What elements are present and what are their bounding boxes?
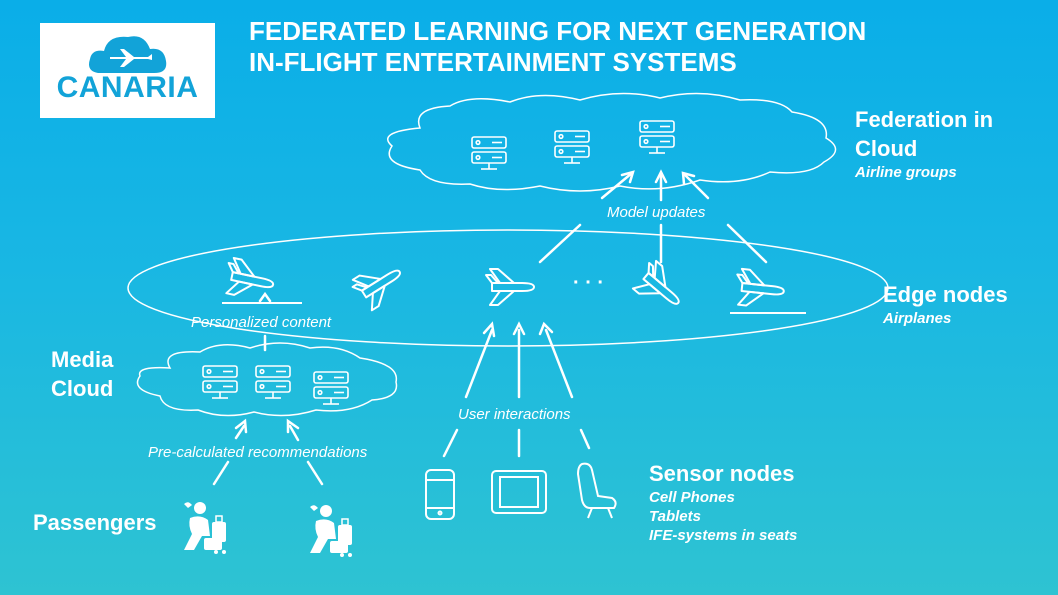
server-icon	[554, 130, 590, 164]
airplane-icon	[348, 255, 411, 314]
edge-ellipse	[127, 229, 889, 347]
tablet-icon	[491, 470, 547, 514]
federation-title-1: Federation in	[855, 107, 994, 132]
page-title: FEDERATED LEARNING FOR NEXT GENERATION I…	[249, 16, 866, 78]
passengers-label: Passengers	[33, 510, 157, 535]
cloud-plane-logo-icon	[89, 36, 167, 73]
airplane-descending-icon	[628, 257, 691, 318]
edge-label: Edge nodes Airplanes	[883, 280, 1008, 328]
personalized-content-label: Personalized content	[191, 314, 332, 331]
server-icon	[639, 120, 675, 154]
phone-icon	[425, 469, 455, 520]
server-icon	[471, 136, 507, 170]
airplane-icon	[485, 268, 535, 306]
sensor-item: IFE-systems in seats	[649, 527, 798, 544]
logo: CANARIA	[40, 23, 215, 118]
media-title-1: Media	[51, 347, 114, 372]
airplane-takeoff-icon	[221, 256, 278, 304]
passenger-icon	[309, 504, 353, 558]
logo-text: CANARIA	[56, 71, 199, 104]
server-icon	[313, 371, 349, 405]
federation-label: Federation in Cloud Airline groups	[855, 105, 993, 182]
federation-title-2: Cloud	[855, 136, 918, 161]
media-cloud	[136, 342, 398, 417]
seat-icon	[576, 462, 617, 519]
media-title-2: Cloud	[51, 376, 114, 401]
model-updates-label: Model updates	[607, 204, 706, 221]
ellipsis: · · ·	[573, 272, 605, 294]
federation-subtitle: Airline groups	[855, 164, 957, 181]
user-interactions-label: User interactions	[458, 406, 571, 423]
title-line-2: IN-FLIGHT ENTERTAINMENT SYSTEMS	[249, 47, 737, 77]
airplane-landing-icon	[733, 267, 787, 311]
server-icon	[202, 365, 238, 399]
media-label: Media Cloud	[51, 345, 113, 403]
server-icon	[255, 365, 291, 399]
sensor-item: Cell Phones	[649, 489, 735, 506]
passenger-icon	[183, 501, 227, 555]
sensor-item: Tablets	[649, 508, 701, 525]
edge-title: Edge nodes	[883, 282, 1008, 307]
sensor-title: Sensor nodes	[649, 461, 795, 486]
title-line-1: FEDERATED LEARNING FOR NEXT GENERATION	[249, 16, 867, 46]
edge-subtitle: Airplanes	[883, 310, 952, 327]
sensor-label: Sensor nodes Cell Phones Tablets IFE-sys…	[649, 459, 797, 545]
federation-cloud	[387, 92, 837, 192]
recommendations-label: Pre-calculated recommendations	[148, 444, 368, 461]
